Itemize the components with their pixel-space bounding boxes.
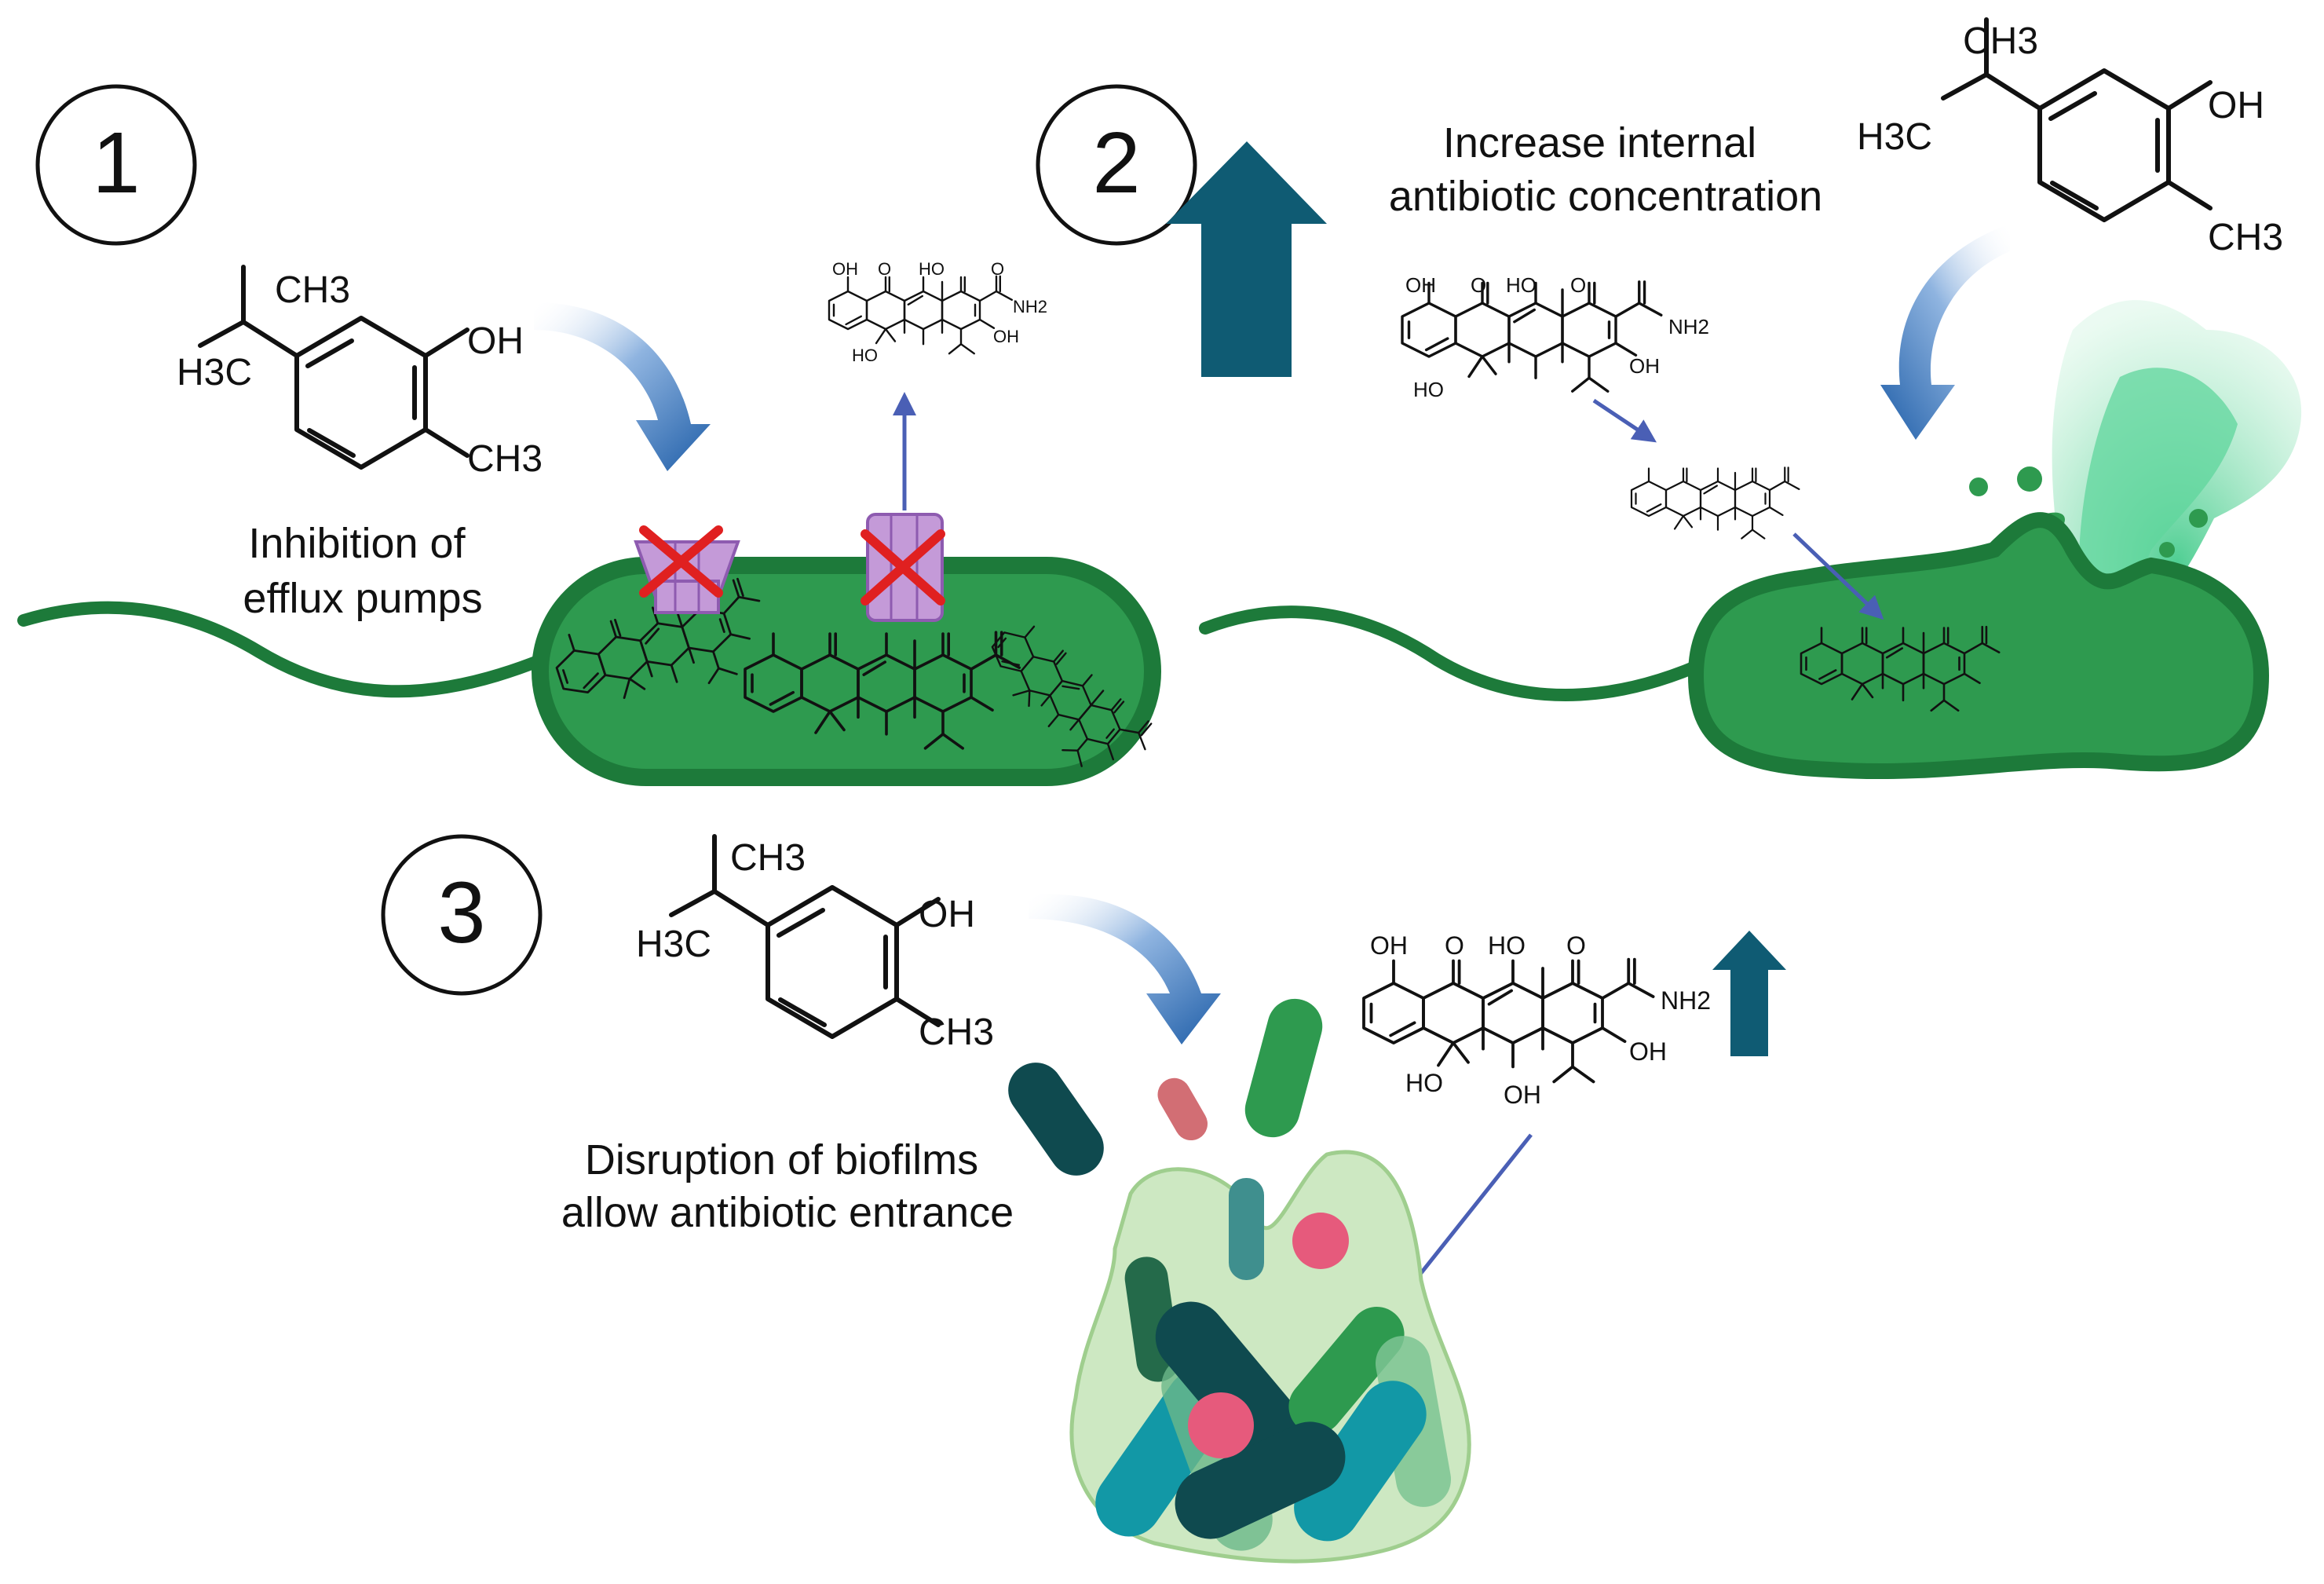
svg-text:NH2: NH2 xyxy=(1661,986,1711,1015)
svg-text:HO: HO xyxy=(919,259,945,279)
inhibition-cross-1 xyxy=(639,525,723,598)
uptake-arrow-2a xyxy=(1592,398,1657,443)
svg-text:H3C: H3C xyxy=(1857,116,1932,158)
svg-text:O: O xyxy=(878,259,891,279)
svg-text:CH3: CH3 xyxy=(467,438,543,480)
svg-text:HO: HO xyxy=(852,346,878,365)
free-bacterium-pink xyxy=(1157,1077,1208,1141)
carvacrol-arrow-1 xyxy=(534,302,711,471)
svg-text:OH: OH xyxy=(467,320,524,362)
step-3-panel: CH3 H3C OH CH3 Disruption of biofilms al… xyxy=(561,836,1786,1564)
svg-text:CH3: CH3 xyxy=(730,837,806,879)
step-3-marker: 3 xyxy=(381,834,543,996)
antibiotic-outside-3 xyxy=(1362,957,1655,1084)
svg-text:O: O xyxy=(1570,273,1586,297)
svg-text:OH: OH xyxy=(919,894,975,935)
svg-text:OH: OH xyxy=(2208,85,2264,126)
increase-arrow-large xyxy=(1166,141,1327,377)
biofilm-bacteria xyxy=(1095,1178,1452,1551)
antibiotic-outside-2-labels: OH O HO O NH2 OH HO xyxy=(1405,273,1709,401)
antibiotic-outside-3-labels: OH O HO O NH2 OH HO OH xyxy=(1370,931,1711,1109)
flagellum-1 xyxy=(17,601,548,698)
svg-text:HO: HO xyxy=(1405,1069,1443,1097)
free-bacterium-dark xyxy=(1008,1063,1104,1176)
flagellum-2 xyxy=(1199,605,1718,701)
antibiotic-outside-2 xyxy=(1401,280,1663,393)
svg-text:OH: OH xyxy=(832,259,858,279)
svg-text:HO: HO xyxy=(1413,378,1444,401)
step-1-marker: 1 xyxy=(35,84,197,246)
step-1-number: 1 xyxy=(92,115,140,211)
svg-text:OH: OH xyxy=(993,327,1019,346)
svg-text:CH3: CH3 xyxy=(2208,217,2283,258)
antibiotic-entering-2 xyxy=(1630,466,1800,540)
step-3-caption: Disruption of biofilms allow antibiotic … xyxy=(561,1136,1014,1236)
svg-text:OH: OH xyxy=(1629,354,1660,378)
carvacrol-arrow-2 xyxy=(1880,224,2010,440)
svg-text:HO: HO xyxy=(1506,273,1537,297)
svg-text:H3C: H3C xyxy=(636,924,711,965)
svg-text:OH: OH xyxy=(1405,273,1436,297)
step-2-caption: Increase internal antibiotic concentrati… xyxy=(1389,119,1822,220)
svg-text:CH3: CH3 xyxy=(275,269,350,311)
inhibition-cross-2 xyxy=(861,529,945,605)
svg-text:OH: OH xyxy=(1504,1081,1541,1109)
svg-text:O: O xyxy=(1566,931,1586,960)
increase-arrow-small xyxy=(1712,931,1786,1056)
svg-text:H3C: H3C xyxy=(177,352,252,393)
antibiotic-expelled-labels: OH O HO O NH2 HO OH xyxy=(832,259,1047,365)
svg-text:O: O xyxy=(991,259,1004,279)
svg-text:HO: HO xyxy=(1488,931,1526,960)
svg-text:OH: OH xyxy=(1629,1037,1667,1066)
cell-lysis-burst xyxy=(1969,300,2302,628)
svg-text:OH: OH xyxy=(1370,931,1408,960)
step-2-number: 2 xyxy=(1092,115,1140,211)
svg-text:NH2: NH2 xyxy=(1013,297,1047,316)
antibiotic-expelled xyxy=(828,275,1014,355)
carvacrol-labels-1: CH3 H3C OH CH3 xyxy=(177,269,543,480)
bacterium-cell-1 xyxy=(532,557,1161,786)
uptake-arrow-2b xyxy=(1792,532,1884,620)
svg-text:O: O xyxy=(1445,931,1464,960)
svg-text:CH3: CH3 xyxy=(919,1011,994,1053)
svg-text:O: O xyxy=(1471,273,1486,297)
carvacrol-labels-3: CH3 H3C OH CH3 xyxy=(636,837,994,1053)
carvacrol-labels-2: CH3 H3C OH CH3 xyxy=(1857,20,2283,258)
step-2-panel: Increase internal antibiotic concentrati… xyxy=(1166,20,2302,780)
step-2-marker: 2 xyxy=(1036,84,1197,246)
step-3-number: 3 xyxy=(437,865,485,961)
step-1-caption: Inhibition of efflux pumps xyxy=(243,520,482,622)
carvacrol-arrow-3 xyxy=(1029,894,1221,1044)
free-bacterium-green xyxy=(1244,998,1323,1138)
svg-text:NH2: NH2 xyxy=(1668,315,1709,338)
svg-text:CH3: CH3 xyxy=(1963,20,2038,62)
step-1-panel: OH O HO O NH2 HO OH CH3 H3C OH CH3 Inhib… xyxy=(17,259,1161,792)
